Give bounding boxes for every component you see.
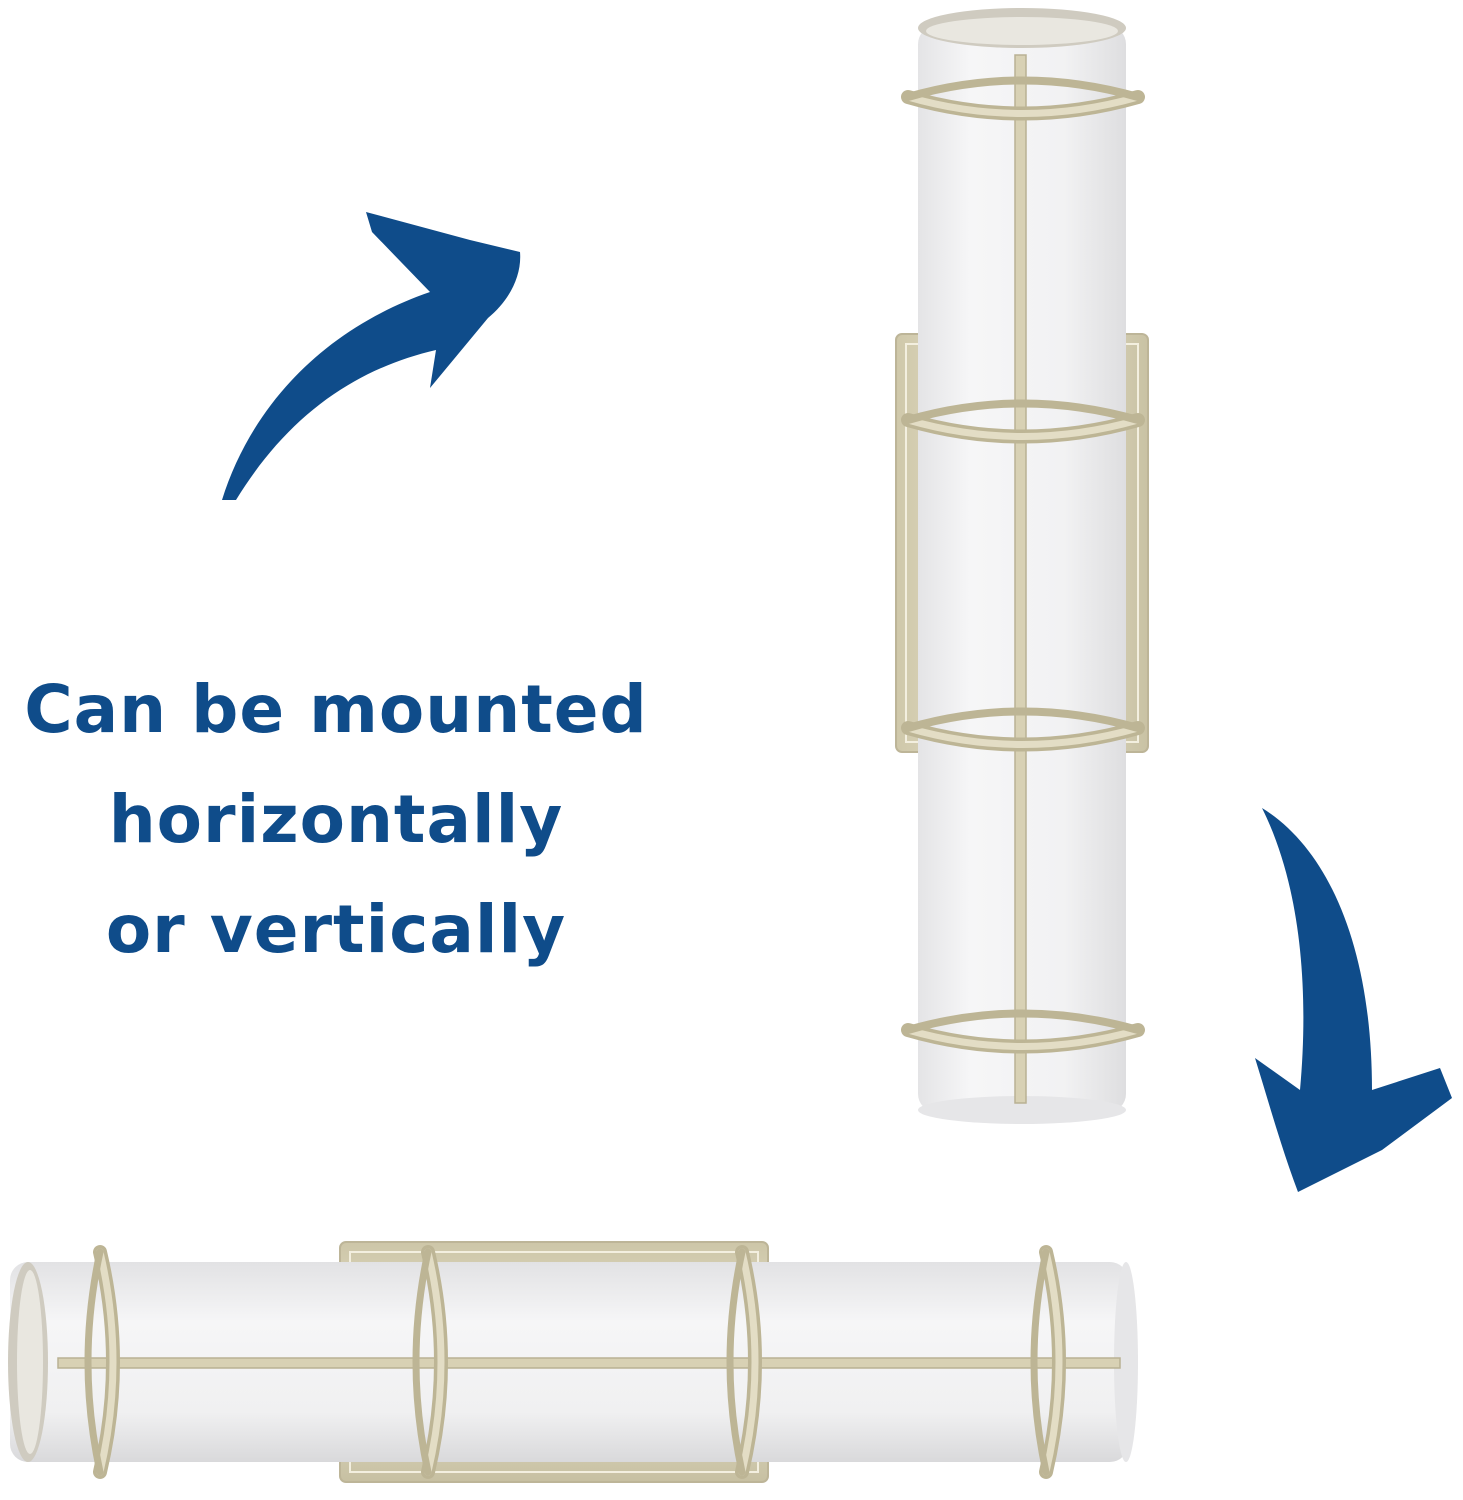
horizontal-wall-sconce	[8, 1241, 1138, 1483]
caption-line-3: or vertically	[105, 891, 567, 968]
curved-arrow-up-right-icon	[222, 212, 521, 500]
curved-arrow-down-icon	[1255, 808, 1452, 1192]
caption-line-1: Can be mounted	[24, 671, 648, 748]
vertical-center-rod	[1014, 54, 1027, 1104]
mounting-caption: Can be mounted horizontally or verticall…	[0, 655, 672, 985]
vertical-wall-sconce	[895, 8, 1149, 1124]
caption-line-2: horizontally	[108, 781, 564, 858]
horizontal-center-rod	[57, 1357, 1121, 1369]
